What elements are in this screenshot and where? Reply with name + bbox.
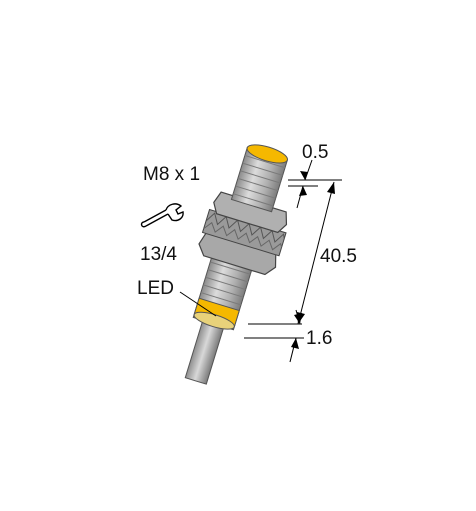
dimension-1-6: 1.6 bbox=[306, 328, 332, 349]
dimension-40-5: 40.5 bbox=[320, 246, 357, 267]
wrench-icon bbox=[140, 203, 184, 228]
thread-label: M8 x 1 bbox=[143, 164, 200, 185]
upper-thread-lines bbox=[233, 154, 286, 207]
led-window bbox=[193, 311, 235, 330]
led-label: LED bbox=[137, 278, 174, 299]
sensor-body bbox=[184, 144, 288, 385]
lower-thread-lines bbox=[200, 261, 251, 306]
upper-hex-nut bbox=[213, 191, 288, 234]
dimension-arrows bbox=[291, 171, 335, 349]
sensing-face bbox=[246, 144, 288, 164]
dimension-0-5: 0.5 bbox=[302, 142, 328, 163]
wrench-size-label: 13/4 bbox=[140, 244, 177, 265]
